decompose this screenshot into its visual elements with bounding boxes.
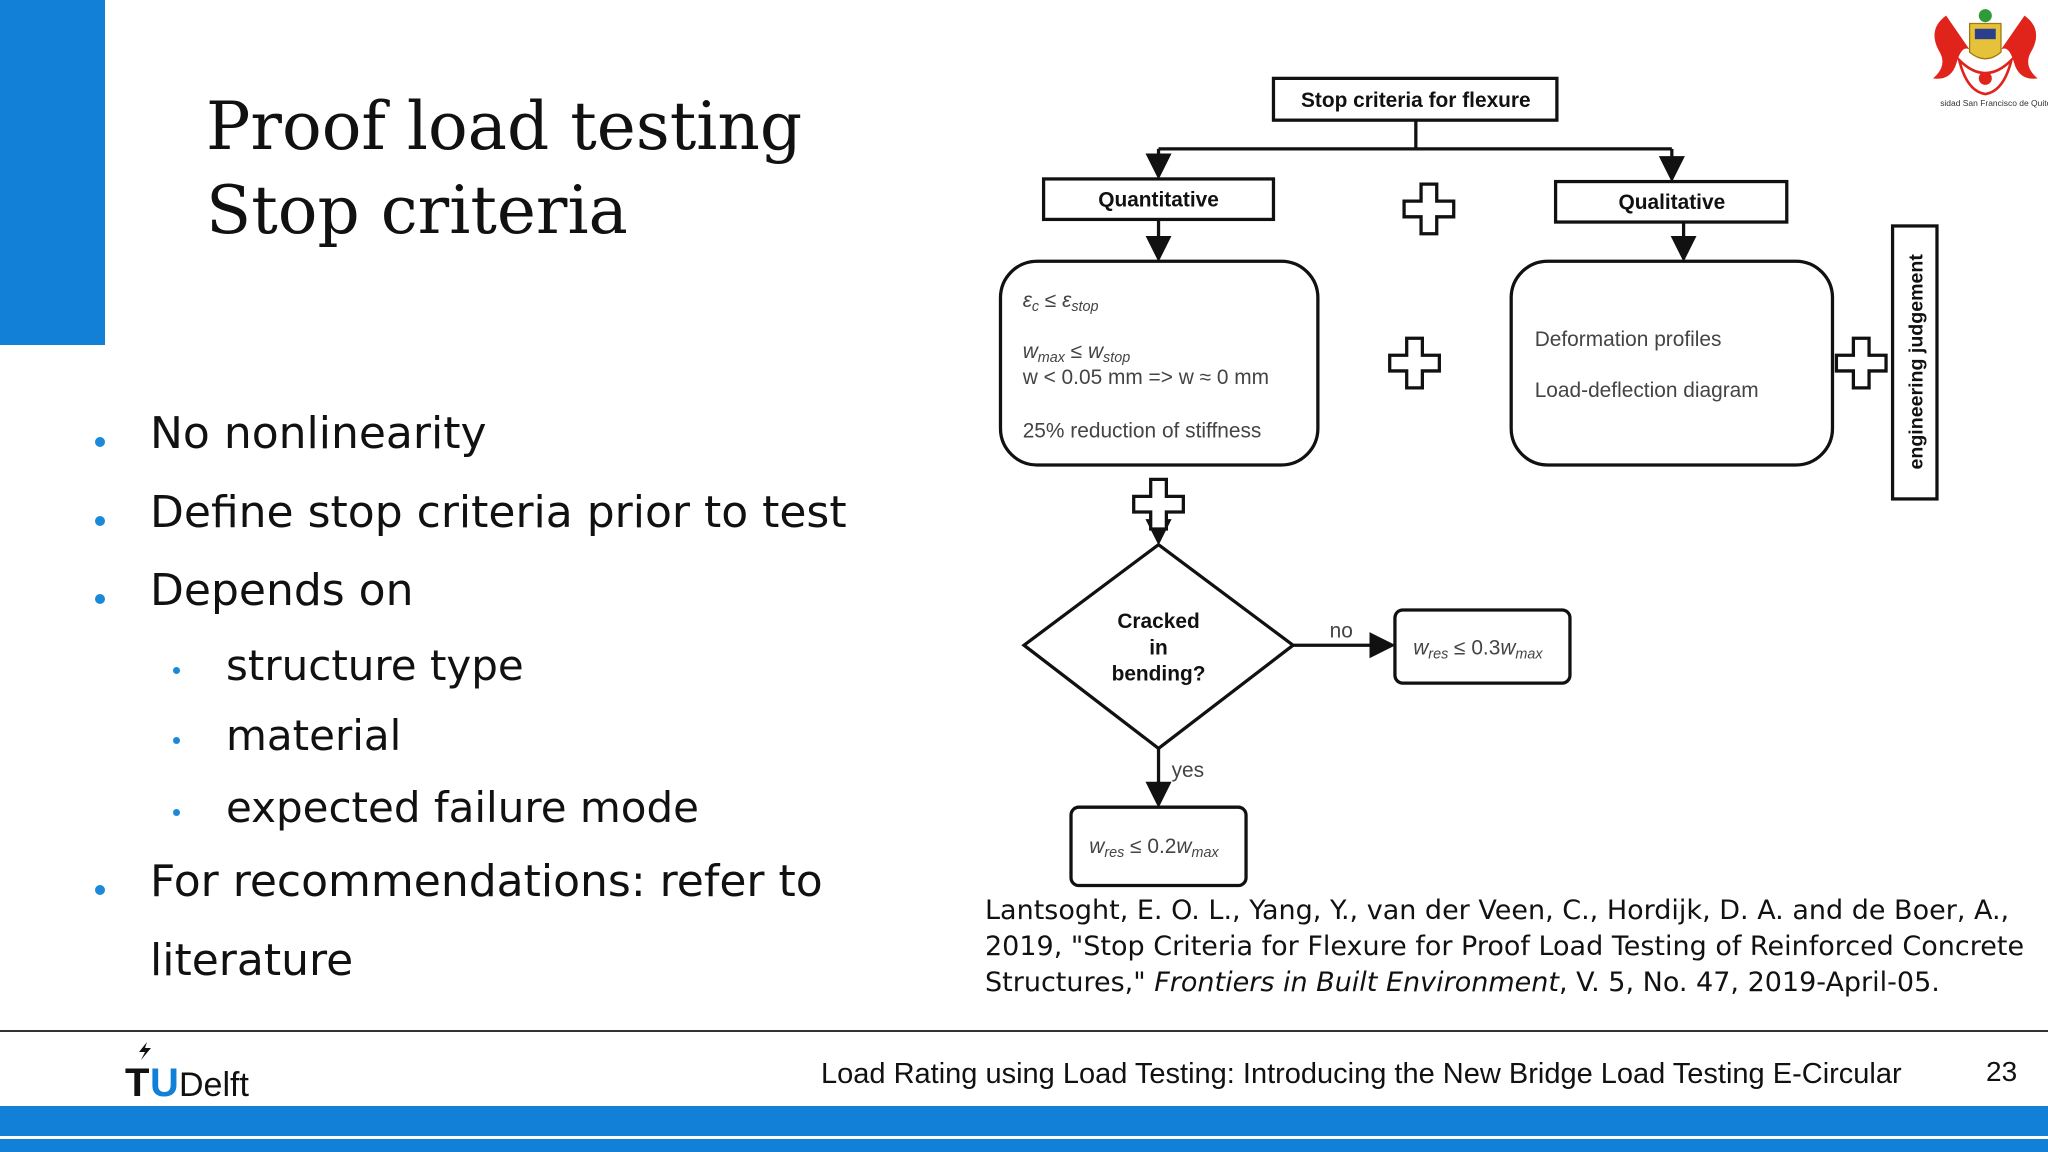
footer-divider <box>0 1030 2048 1032</box>
citation-tail: , V. 5, No. 47, 2019-April-05. <box>1558 967 1940 998</box>
qualitative-label: Qualitative <box>1618 191 1725 214</box>
crack-width-criterion: wmax ≤ wstop <box>1023 340 1131 366</box>
root-label: Stop criteria for flexure <box>1301 89 1531 112</box>
university-logo-text: sidad San Francisco de Quito <box>1940 98 2048 108</box>
yes-label: yes <box>1172 759 1205 782</box>
connector <box>1158 120 1672 151</box>
footer-title: Load Rating using Load Testing: Introduc… <box>821 1058 1902 1090</box>
svg-text:T: T <box>125 1061 149 1100</box>
decision-line2: in <box>1149 636 1168 659</box>
qualitative-criteria-box <box>1509 259 1835 467</box>
quantitative-criteria-box <box>998 259 1320 467</box>
sub-bullet-item: expected failure mode <box>226 783 699 832</box>
plus-icon <box>1402 182 1456 236</box>
decision-line3: bending? <box>1112 662 1206 685</box>
bullet-item: Define stop criteria prior to test <box>150 487 847 538</box>
qualitative-box <box>1553 179 1789 224</box>
sub-bullet-dot-icon <box>173 737 180 744</box>
sub-bullet-item: material <box>226 711 402 760</box>
university-crest-logo: sidad San Francisco de Quito <box>1933 9 2048 108</box>
strain-criterion: εc ≤ εstop <box>1023 289 1099 315</box>
svg-text:Delft: Delft <box>179 1066 249 1100</box>
quantitative-label: Quantitative <box>1098 188 1219 211</box>
load-deflection-diagram: Load-deflection diagram <box>1535 379 1759 402</box>
plus-icon <box>1834 336 1888 390</box>
bullet-item: For recommendations: refer to <box>150 856 823 907</box>
bullet-item: Depends on <box>150 565 414 616</box>
tudelft-logo: T U Delft <box>125 1042 249 1100</box>
sub-bullet-dot-icon <box>173 809 180 816</box>
flame-icon <box>139 1042 151 1060</box>
plus-icon <box>1132 477 1185 531</box>
bullet-item-continuation: literature <box>150 935 354 986</box>
no-result-rule: wres ≤ 0.3wmax <box>1413 636 1543 662</box>
footer-bar-bottom <box>0 1139 2048 1152</box>
crack-width-rule: w < 0.05 mm => w ≈ 0 mm <box>1022 366 1269 389</box>
bullet-dot-icon <box>95 437 105 447</box>
sub-bullet-item: structure type <box>226 641 524 690</box>
decision-line1: Cracked <box>1117 610 1199 633</box>
no-label: no <box>1330 619 1353 642</box>
yes-result-rule: wres ≤ 0.2wmax <box>1089 835 1219 861</box>
slide-title-line2: Stop criteria <box>206 172 628 249</box>
citation-journal: Frontiers in Built Environment <box>1154 967 1559 998</box>
yes-result-box <box>1069 805 1248 888</box>
accent-block <box>0 0 105 345</box>
plus-icon <box>1388 336 1441 390</box>
bullet-dot-icon <box>95 516 105 526</box>
svg-text:U: U <box>150 1061 179 1100</box>
sub-bullet-dot-icon <box>173 667 180 674</box>
citation: Lantsoght, E. O. L., Yang, Y., van der V… <box>985 893 2045 1001</box>
citation-text: Lantsoght, E. O. L., Yang, Y., van der V… <box>985 895 2025 998</box>
bullet-dot-icon <box>95 885 105 895</box>
engineering-judgement-box <box>1890 224 1939 501</box>
stiffness-criterion: 25% reduction of stiffness <box>1023 420 1262 443</box>
bullet-item: No nonlinearity <box>150 408 487 459</box>
page-number: 23 <box>1986 1056 2018 1087</box>
no-result-box <box>1393 608 1572 685</box>
footer-bar <box>0 1106 2048 1136</box>
bullet-dot-icon <box>95 594 105 604</box>
slide-title-line1: Proof load testing <box>206 88 803 165</box>
deformation-profiles: Deformation profiles <box>1535 328 1722 351</box>
engineering-judgement-label: engineering judgement <box>1906 254 1928 470</box>
